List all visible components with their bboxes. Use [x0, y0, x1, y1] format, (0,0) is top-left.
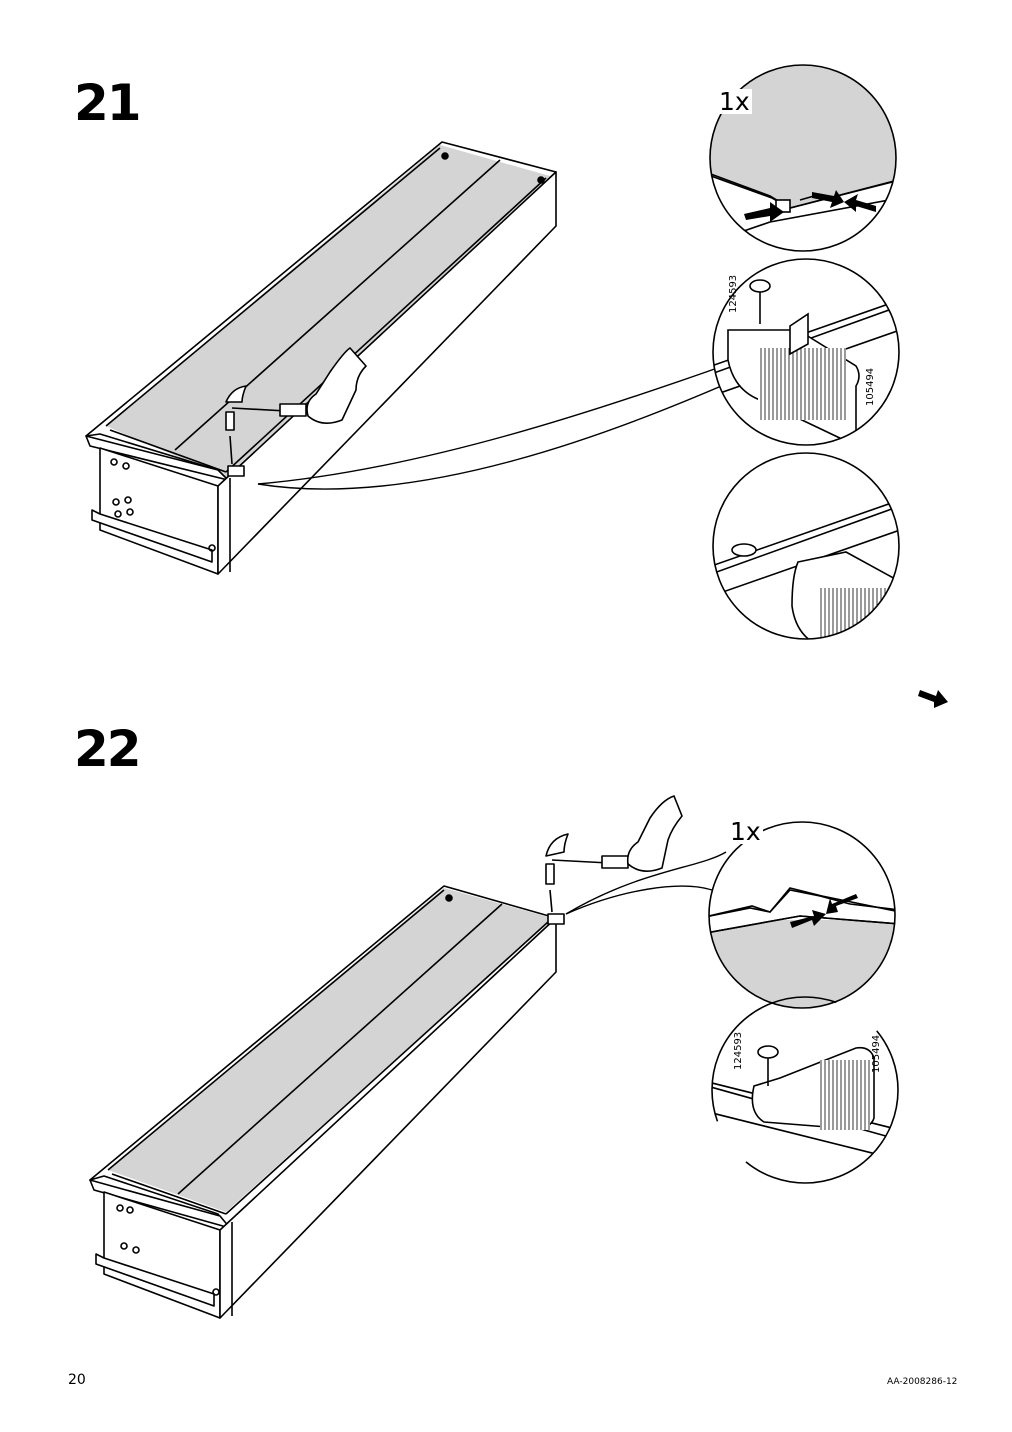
step-number-22: 22: [74, 720, 142, 778]
cabinet-step22: [89, 795, 727, 1319]
quantity-label-step22: 1x: [728, 817, 763, 846]
page-number: 20: [68, 1372, 86, 1388]
part-number-nail-step22: 124593: [733, 1031, 744, 1070]
part-number-bracket-step21: 105494: [865, 367, 876, 406]
detail-circle-5: [711, 996, 899, 1184]
quantity-label-step21: 1x: [717, 87, 752, 116]
detail-circle-3: [712, 452, 948, 708]
document-id: AA-2008286-12: [887, 1377, 958, 1387]
cabinet-step21: [85, 141, 741, 575]
part-number-nail-step21: 124593: [728, 274, 739, 313]
detail-circle-4: [708, 821, 896, 1009]
part-number-bracket-step22: 105494: [871, 1034, 882, 1073]
step-number-21: 21: [74, 74, 142, 132]
